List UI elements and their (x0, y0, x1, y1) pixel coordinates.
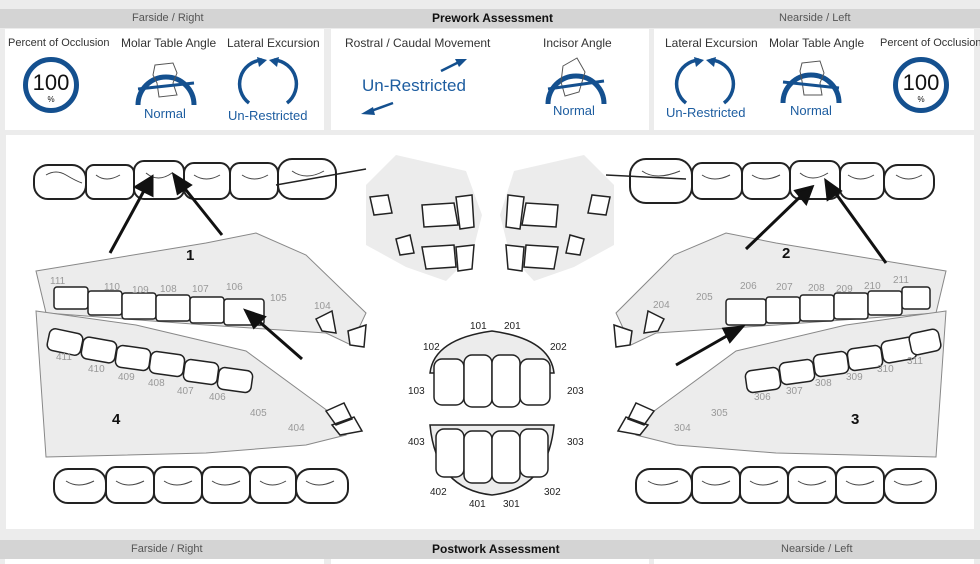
tooth-311[interactable]: 311 (907, 356, 923, 367)
lateral-excursion-icon-left[interactable] (672, 51, 738, 107)
tooth-405[interactable]: 405 (250, 408, 267, 419)
tooth-109[interactable]: 109 (132, 285, 149, 296)
tooth-106[interactable]: 106 (226, 282, 243, 293)
center-panel: Rostral / Caudal Movement Un-Restricted … (331, 29, 649, 130)
tooth-404[interactable]: 404 (288, 423, 305, 434)
tooth-111[interactable]: 111 (50, 276, 66, 287)
incisor-angle-icon[interactable] (543, 52, 609, 108)
tooth-402[interactable]: 402 (430, 487, 447, 498)
quadrant-4-label: 4 (112, 411, 121, 428)
tooth-208[interactable]: 208 (808, 283, 825, 294)
tooth-409[interactable]: 409 (118, 372, 135, 383)
tooth-305[interactable]: 305 (711, 408, 728, 419)
tooth-307[interactable]: 307 (786, 386, 803, 397)
molar-angle-icon-left[interactable] (778, 51, 844, 107)
occlusion-label-left: Percent of Occlusion (880, 37, 980, 49)
tooth-101[interactable]: 101 (470, 321, 487, 332)
postwork-nearside-left-title: Nearside / Left (781, 543, 853, 555)
tooth-410[interactable]: 410 (88, 364, 105, 375)
tooth-406[interactable]: 406 (209, 392, 226, 403)
tooth-310[interactable]: 310 (877, 364, 894, 375)
tooth-403[interactable]: 403 (408, 437, 425, 448)
tooth-306[interactable]: 306 (754, 392, 771, 403)
occlusion-gauge-left[interactable]: 100 % (893, 57, 949, 113)
profile-teeth-lower-left (744, 328, 942, 394)
tooth-204[interactable]: 204 (653, 300, 670, 311)
postwork-farside-right-title: Farside / Right (131, 543, 203, 555)
molar-angle-label-left: Molar Table Angle (769, 36, 865, 50)
tooth-201[interactable]: 201 (504, 321, 521, 332)
tooth-209[interactable]: 209 (836, 284, 853, 295)
tooth-304[interactable]: 304 (674, 423, 691, 434)
occlusion-gauge[interactable]: 100 % (23, 57, 79, 113)
tooth-401[interactable]: 401 (469, 499, 486, 510)
tooth-105[interactable]: 105 (270, 293, 287, 304)
dental-chart: 1 2 3 4 111 110 109 108 107 106 105 104 … (6, 135, 974, 529)
prework-header-bar: Farside / Right Prework Assessment Nears… (0, 9, 980, 28)
quadrant-3-label: 3 (851, 411, 860, 428)
incisor-angle-value: Normal (553, 103, 595, 118)
postwork-farside-panel (5, 559, 324, 564)
occlusion-unit: % (47, 95, 55, 104)
molar-angle-label: Molar Table Angle (121, 36, 217, 50)
lateral-excursion-label-left: Lateral Excursion (665, 36, 758, 50)
occlusal-row-upper-left (629, 158, 935, 204)
tooth-303[interactable]: 303 (567, 437, 584, 448)
tooth-301[interactable]: 301 (503, 499, 520, 510)
tooth-103[interactable]: 103 (408, 386, 425, 397)
occlusion-value: 100 (32, 70, 70, 95)
tooth-107[interactable]: 107 (192, 284, 209, 295)
tooth-210[interactable]: 210 (864, 281, 881, 292)
prework-assessment-title: Prework Assessment (432, 11, 553, 25)
incisor-front-view (429, 330, 555, 496)
tooth-206[interactable]: 206 (740, 281, 757, 292)
molar-angle-icon[interactable] (133, 53, 199, 109)
quadrant-1-label: 1 (186, 247, 195, 264)
nearside-panel: Lateral Excursion Un-Restricted Molar Ta… (654, 29, 980, 130)
rostral-caudal-label: Rostral / Caudal Movement (345, 36, 491, 50)
tooth-309[interactable]: 309 (846, 372, 863, 383)
tooth-205[interactable]: 205 (696, 292, 713, 303)
profile-teeth-upper-right (53, 286, 265, 326)
tooth-308[interactable]: 308 (815, 378, 832, 389)
profile-teeth-upper-left (725, 286, 931, 326)
occlusal-row-lower-left (635, 466, 937, 504)
dental-chart-drawing (33, 155, 947, 504)
tooth-202[interactable]: 202 (550, 342, 567, 353)
lateral-excursion-value-left: Un-Restricted (666, 105, 746, 120)
tooth-207[interactable]: 207 (776, 282, 793, 293)
postwork-header-bar: Farside / Right Postwork Assessment Near… (0, 540, 980, 559)
farside-right-title: Farside / Right (132, 12, 204, 24)
tooth-102[interactable]: 102 (423, 342, 440, 353)
incisor-angle-label: Incisor Angle (543, 36, 612, 50)
tooth-302[interactable]: 302 (544, 487, 561, 498)
tooth-411[interactable]: 411 (56, 352, 72, 363)
molar-angle-value: Normal (144, 106, 186, 121)
postwork-assessment-title: Postwork Assessment (432, 542, 560, 556)
lateral-excursion-value: Un-Restricted (228, 108, 308, 123)
occlusal-row-lower-right (53, 466, 349, 504)
tooth-110[interactable]: 110 (104, 282, 120, 293)
occlusion-value-left: 100 (902, 70, 940, 95)
tooth-203[interactable]: 203 (567, 386, 584, 397)
tooth-408[interactable]: 408 (148, 378, 165, 389)
tooth-104[interactable]: 104 (314, 301, 331, 312)
tooth-108[interactable]: 108 (160, 284, 177, 295)
tooth-211[interactable]: 211 (893, 275, 909, 286)
nearside-left-title: Nearside / Left (779, 12, 851, 24)
occlusion-unit-left: % (917, 95, 925, 104)
occlusal-row-upper-right (33, 158, 337, 200)
rostral-caudal-icon[interactable] (357, 57, 477, 117)
occlusion-label: Percent of Occlusion (8, 37, 110, 49)
lateral-excursion-icon[interactable] (235, 51, 301, 107)
postwork-center-panel (331, 559, 649, 564)
rostral-caudal-value: Un-Restricted (362, 76, 466, 95)
profile-teeth-lower-right (46, 328, 254, 394)
molar-angle-value-left: Normal (790, 103, 832, 118)
lateral-excursion-label: Lateral Excursion (227, 36, 320, 50)
quadrant-2-label: 2 (782, 245, 791, 262)
tooth-407[interactable]: 407 (177, 386, 194, 397)
farside-panel: Percent of Occlusion 100 % Molar Table A… (5, 29, 324, 130)
postwork-nearside-panel (654, 559, 974, 564)
